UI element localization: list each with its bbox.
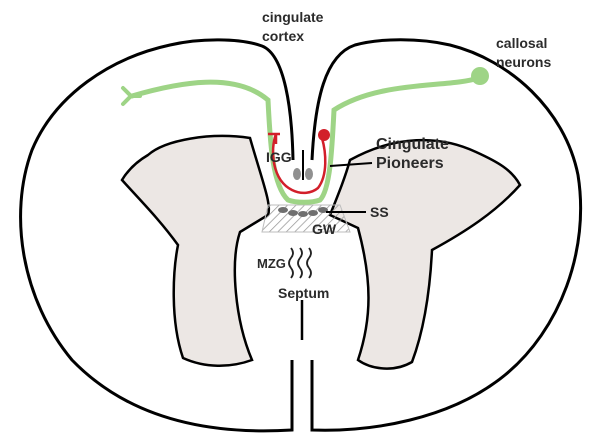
- cingulate-pioneer-soma: [318, 129, 330, 141]
- mzg-label: MZG: [257, 256, 286, 271]
- cingulate-cortex-label-line2: cortex: [262, 28, 304, 44]
- callosal-neuron-soma: [471, 67, 489, 85]
- cingulate-cortex-label-line1: cingulate: [262, 9, 324, 25]
- gw-label: GW: [312, 221, 337, 237]
- igg-label: IGG: [266, 149, 292, 165]
- right-lateral-ventricle: [330, 140, 520, 368]
- left-lateral-ventricle: [122, 136, 269, 366]
- septum-label: Septum: [278, 285, 329, 301]
- glial-wedge-hatched-region: [262, 205, 350, 232]
- ss-label: SS: [370, 204, 389, 220]
- callosal-neurons-label-line1: callosal: [496, 35, 547, 51]
- mzg-squiggle-1: [289, 248, 293, 278]
- callosal-axon-terminal: [123, 88, 140, 104]
- cingulate-pioneers-label-line1: Cingulate: [376, 136, 449, 153]
- callosal-neurons-label-line2: neurons: [496, 54, 551, 70]
- mzg-squiggle-2: [298, 248, 302, 278]
- left-hemisphere-outline: [21, 40, 293, 431]
- cingulate-pioneers-label-line2: Pioneers: [376, 155, 444, 172]
- mzg-squiggle-3: [307, 248, 311, 278]
